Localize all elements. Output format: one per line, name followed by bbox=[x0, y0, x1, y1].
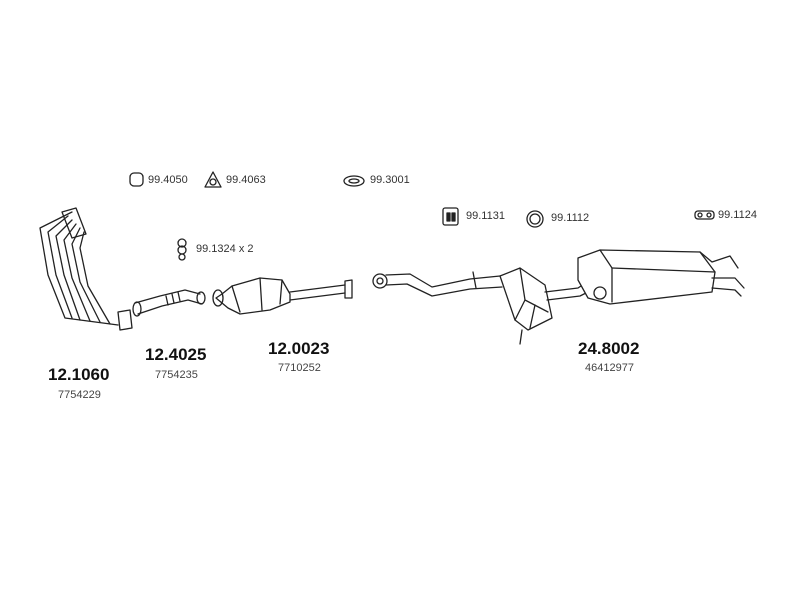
front-pipe-code: 12.4025 bbox=[145, 345, 207, 364]
catalyst-code: 12.0023 bbox=[268, 339, 330, 358]
hanger-bracket-icon bbox=[442, 207, 459, 226]
rubber-ring-icon bbox=[526, 210, 544, 228]
rear-system-oem: 46412977 bbox=[585, 362, 634, 374]
catalyst-oem: 7710252 bbox=[278, 362, 321, 374]
bolt-flange-icon bbox=[177, 238, 187, 261]
rubber-mount-icon bbox=[694, 210, 715, 220]
rear-system-part bbox=[372, 249, 745, 345]
clamp-ring-icon bbox=[129, 172, 144, 187]
front-pipe-oem: 7754235 bbox=[155, 369, 198, 381]
clamp-ref: 99.4050 bbox=[148, 174, 188, 186]
front-pipe-part bbox=[132, 289, 206, 317]
manifold-oem: 7754229 bbox=[58, 389, 101, 401]
rear-system-code: 24.8002 bbox=[578, 339, 640, 358]
bolt-ref: 99.1324 x 2 bbox=[196, 243, 254, 255]
manifold-code: 12.1060 bbox=[48, 365, 110, 384]
manifold-part bbox=[39, 207, 133, 331]
rubber-mount-ref: 99.1124 bbox=[718, 209, 757, 221]
catalyst-part bbox=[212, 277, 353, 315]
hanger-bracket-ref: 99.1131 bbox=[466, 210, 505, 222]
oval-gasket-ref: 99.3001 bbox=[370, 174, 410, 186]
oval-gasket-icon bbox=[343, 175, 365, 187]
triangular-gasket-ref: 99.4063 bbox=[226, 174, 266, 186]
triangular-gasket-icon bbox=[204, 171, 222, 188]
rubber-ring-ref: 99.1112 bbox=[551, 212, 590, 224]
